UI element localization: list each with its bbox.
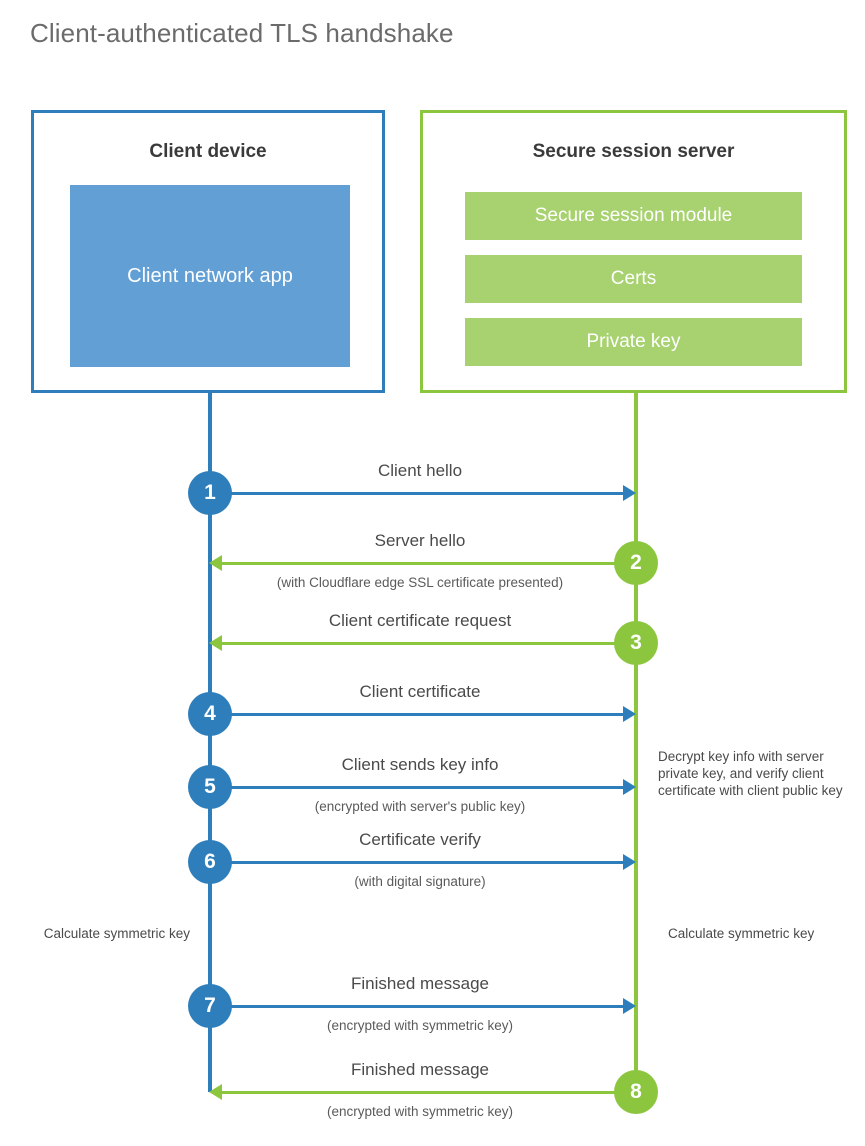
step-3-number-circle[interactable]: 3 xyxy=(614,621,658,665)
step-4-arrow-shaft xyxy=(210,713,624,716)
step-6-arrow-shaft xyxy=(210,861,624,864)
step-5-arrow-shaft xyxy=(210,786,624,789)
server-item-certs: Certs xyxy=(465,255,802,303)
arrow-right-icon xyxy=(623,706,636,722)
secure-session-server-title: Secure session server xyxy=(532,141,735,162)
step-4-label: Client certificate xyxy=(359,682,481,701)
client-network-app-label: Client network app xyxy=(127,265,293,287)
server-item-private-key: Private key xyxy=(465,318,802,366)
step-1-number-circle[interactable]: 1 xyxy=(188,471,232,515)
step-2-label: Server hello xyxy=(374,531,466,550)
step-2-sublabel: (with Cloudflare edge SSL certificate pr… xyxy=(276,575,564,590)
client-device-box: Client device Client network app xyxy=(31,110,385,393)
step-2-arrow-shaft xyxy=(222,562,636,565)
arrow-left-icon xyxy=(209,635,222,651)
step-3-arrow-shaft xyxy=(222,642,636,645)
step-8-label: Finished message xyxy=(351,1060,489,1079)
step-2-number-circle[interactable]: 2 xyxy=(614,541,658,585)
arrow-right-icon xyxy=(623,854,636,870)
client-network-app-block: Client network app xyxy=(70,185,350,367)
step-1-number: 1 xyxy=(204,481,216,504)
server-item-label: Secure session module xyxy=(534,205,733,226)
step-8-number: 8 xyxy=(630,1080,642,1103)
step-5-label: Client sends key info xyxy=(341,755,499,774)
server-decrypt-note: Decrypt key info with server private key… xyxy=(658,749,843,798)
step-3-number: 3 xyxy=(630,631,642,654)
step-1-label: Client hello xyxy=(377,461,463,480)
client-lifeline xyxy=(208,393,212,1092)
step-8-sublabel: (encrypted with symmetric key) xyxy=(326,1104,514,1119)
step-8-arrow-shaft xyxy=(222,1091,636,1094)
step-3-label: Client certificate request xyxy=(328,611,512,630)
step-4-number-circle[interactable]: 4 xyxy=(188,692,232,736)
step-6-number: 6 xyxy=(204,850,216,873)
page-title: Client-authenticated TLS handshake xyxy=(30,18,454,48)
server-calculate-symmetric-key-note: Calculate symmetric key xyxy=(668,926,815,941)
step-7-arrow-shaft xyxy=(210,1005,624,1008)
step-5-number: 5 xyxy=(204,775,216,798)
server-item-label: Private key xyxy=(586,331,681,352)
arrow-right-icon xyxy=(623,485,636,501)
step-8-number-circle[interactable]: 8 xyxy=(614,1070,658,1114)
step-5-sublabel: (encrypted with server's public key) xyxy=(314,799,526,814)
step-6-sublabel: (with digital signature) xyxy=(354,874,486,889)
step-4-number: 4 xyxy=(204,702,216,725)
step-6-label: Certificate verify xyxy=(359,830,481,849)
step-7-number: 7 xyxy=(204,994,216,1017)
step-7-label: Finished message xyxy=(351,974,489,993)
client-device-title: Client device xyxy=(149,141,267,162)
server-item-label: Certs xyxy=(610,268,657,289)
arrow-right-icon xyxy=(623,779,636,795)
client-calculate-symmetric-key-note: Calculate symmetric key xyxy=(43,926,190,941)
step-2-number: 2 xyxy=(630,551,642,574)
arrow-left-icon xyxy=(209,1084,222,1100)
step-6-number-circle[interactable]: 6 xyxy=(188,840,232,884)
secure-session-server-box: Secure session server Secure session mod… xyxy=(420,110,847,393)
server-item-secure-session-module: Secure session module xyxy=(465,192,802,240)
server-lifeline xyxy=(634,393,638,1092)
step-1-arrow-shaft xyxy=(210,492,624,495)
arrow-right-icon xyxy=(623,998,636,1014)
step-7-number-circle[interactable]: 7 xyxy=(188,984,232,1028)
arrow-left-icon xyxy=(209,555,222,571)
step-5-number-circle[interactable]: 5 xyxy=(188,765,232,809)
step-7-sublabel: (encrypted with symmetric key) xyxy=(326,1018,514,1033)
